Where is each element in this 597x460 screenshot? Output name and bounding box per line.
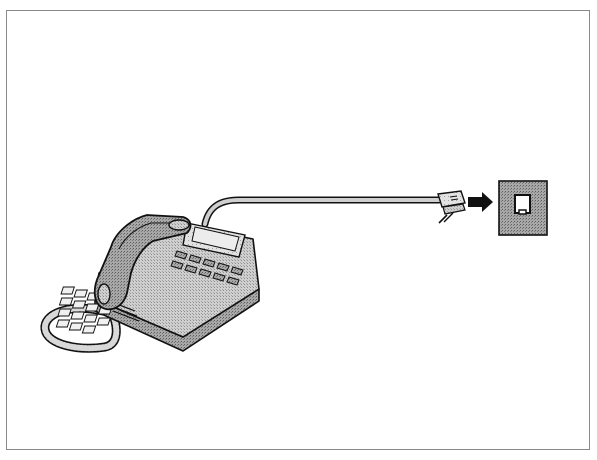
right-arrow-icon (468, 192, 493, 212)
diagram-frame (6, 10, 590, 450)
line-cord-icon (205, 200, 439, 224)
modular-plug-icon (438, 191, 465, 223)
connection-illustration (7, 11, 591, 451)
wall-jack-icon (499, 181, 547, 235)
desk-telephone-icon (56, 215, 259, 351)
